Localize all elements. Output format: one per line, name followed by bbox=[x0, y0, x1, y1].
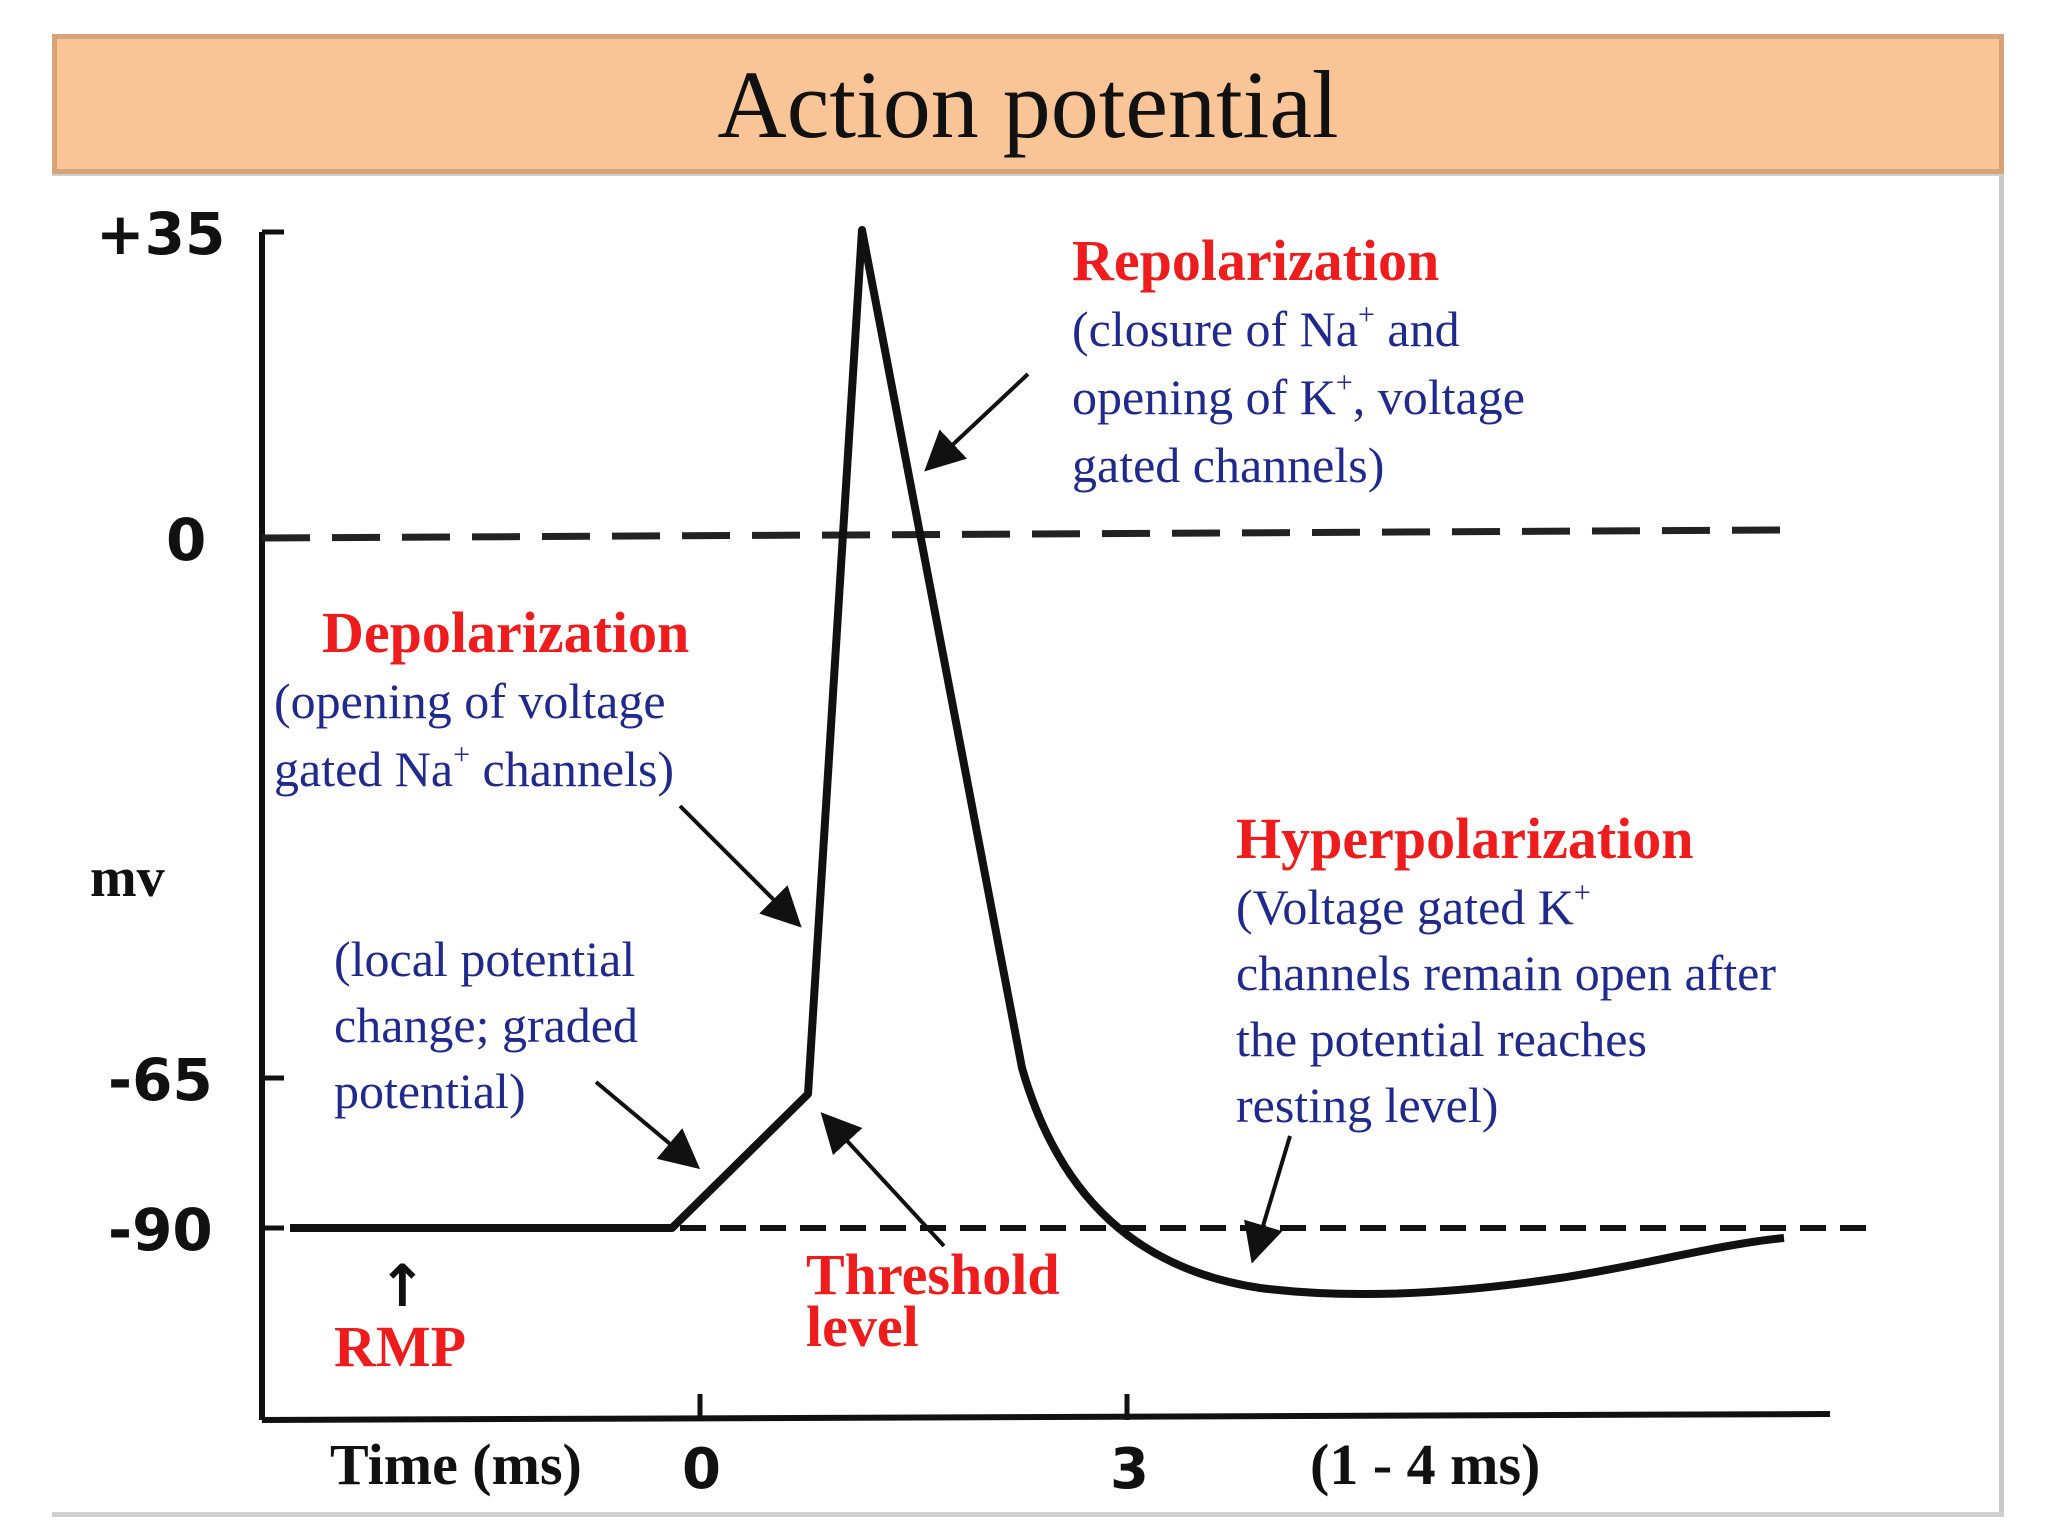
x-axis bbox=[261, 1411, 1831, 1423]
y-tick-label-minus90: -90 bbox=[108, 1196, 213, 1264]
repolarization-arrow bbox=[924, 372, 1030, 472]
x-axis-label: Time (ms) bbox=[330, 1432, 582, 1497]
repolarization-line1-a: (closure of Na bbox=[1072, 301, 1358, 357]
x-tick-label-3: 3 bbox=[1110, 1437, 1149, 1502]
x-tick-label-0: 0 bbox=[682, 1437, 721, 1502]
threshold-line2: level bbox=[806, 1294, 919, 1359]
local-potential-line3: potential) bbox=[334, 1063, 526, 1119]
hyperpolarization-line2: channels remain open after bbox=[1236, 945, 1776, 1001]
diagram-panel bbox=[52, 176, 2004, 1516]
y-tick-label-minus65: -65 bbox=[108, 1046, 213, 1114]
y-tick-label-plus35: +35 bbox=[96, 200, 225, 268]
hyperpolarization-line1: (Voltage gated K+ bbox=[1236, 876, 1591, 935]
hyperpolarization-line1-sup: + bbox=[1574, 876, 1591, 909]
repolarization-line1: (closure of Na+ and bbox=[1072, 298, 1460, 357]
local-potential-line1: (local potential bbox=[334, 931, 635, 987]
repolarization-line3: gated channels) bbox=[1072, 437, 1384, 493]
y-axis-label: mv bbox=[90, 847, 165, 909]
threshold-arrow bbox=[820, 1112, 946, 1248]
hyperpolarization-line3: the potential reaches bbox=[1236, 1011, 1647, 1067]
depolarization-line1: (opening of voltage bbox=[274, 673, 666, 729]
page-title: Action potential bbox=[717, 50, 1339, 158]
rmp-up-arrow: ↑ bbox=[378, 1252, 427, 1320]
local-potential-arrow bbox=[594, 1080, 701, 1170]
repolarization-heading: Repolarization bbox=[1072, 228, 1439, 293]
depolarization-line2-sup: + bbox=[453, 738, 470, 771]
hyperpolarization-line1-a: (Voltage gated K bbox=[1236, 879, 1574, 935]
title-banner: Action potential bbox=[52, 34, 2004, 174]
repolarization-line2-a: opening of K bbox=[1072, 369, 1336, 425]
repolarization-line2: opening of K+, voltage bbox=[1072, 366, 1525, 425]
hyperpolarization-arrow bbox=[1244, 1135, 1292, 1264]
zero-reference-line bbox=[261, 526, 1791, 542]
y-tick-label-0: 0 bbox=[166, 506, 206, 574]
x-range-note: (1 - 4 ms) bbox=[1310, 1432, 1540, 1497]
action-potential-curve bbox=[290, 226, 1785, 1298]
depolarization-arrow bbox=[678, 804, 802, 928]
repolarization-line2-b: , voltage bbox=[1353, 369, 1525, 425]
depolarization-heading: Depolarization bbox=[322, 600, 689, 665]
rmp-label: RMP bbox=[334, 1314, 466, 1379]
depolarization-line2: gated Na+ channels) bbox=[274, 738, 674, 797]
threshold-line1: Threshold bbox=[806, 1242, 1060, 1307]
depolarization-line2-b: channels) bbox=[470, 741, 674, 797]
hyperpolarization-line4: resting level) bbox=[1236, 1077, 1498, 1133]
repolarization-line2-sup: + bbox=[1336, 366, 1353, 399]
repolarization-line1-b: and bbox=[1375, 301, 1460, 357]
local-potential-line2: change; graded bbox=[334, 997, 638, 1053]
depolarization-line2-a: gated Na bbox=[274, 741, 453, 797]
hyperpolarization-heading: Hyperpolarization bbox=[1236, 806, 1694, 871]
panel-bottom-border bbox=[52, 1512, 2004, 1517]
repolarization-line1-sup: + bbox=[1358, 298, 1375, 331]
